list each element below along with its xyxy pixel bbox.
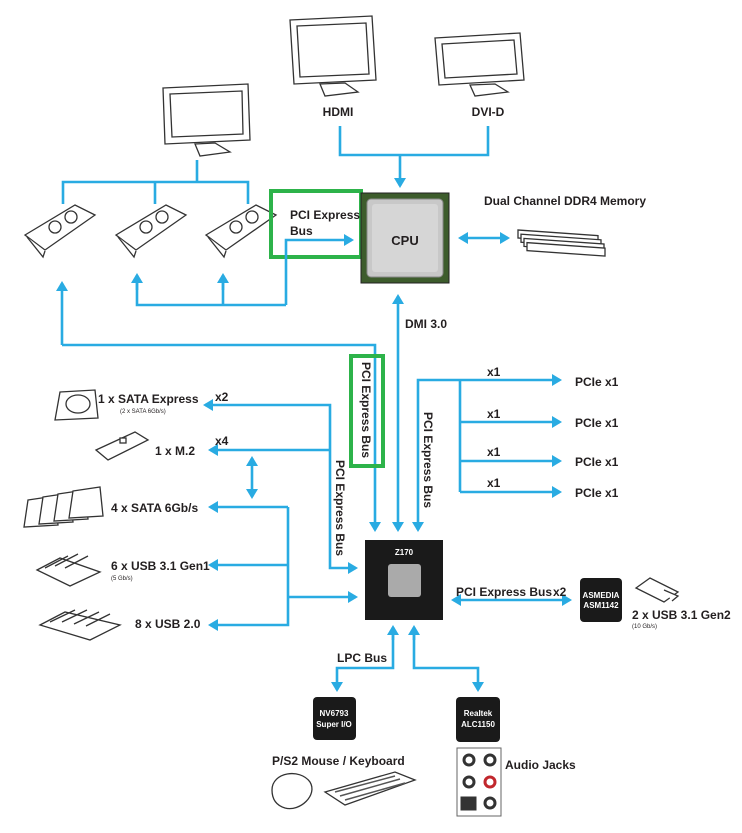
m2-label: 1 x M.2 xyxy=(155,444,195,458)
pcie-slot-label: PCIe x1 xyxy=(575,486,619,500)
usb-sticks-icon xyxy=(38,609,122,641)
superio-chip: NV6793 Super I/O xyxy=(313,697,356,740)
cpu-pcie-label-2: Bus xyxy=(290,224,313,238)
pcie-asmedia-label: PCI Express Bus xyxy=(456,585,552,599)
cpu-label: CPU xyxy=(391,233,418,248)
sata-express-sub: (2 x SATA 6Gb/s) xyxy=(120,409,166,415)
asmedia-line2: ASM1142 xyxy=(583,601,619,610)
pcie-slot-label: PCIe x1 xyxy=(575,416,619,430)
m2-ssd-icon xyxy=(94,431,150,461)
asmedia-lanes: x2 xyxy=(553,585,567,599)
memory-modules-icon xyxy=(517,229,606,257)
hdd-stack-icon xyxy=(23,486,104,528)
sata-express-lanes: x2 xyxy=(215,390,229,404)
pcie-slot-label: PCIe x1 xyxy=(575,455,619,469)
usb31g1-label: 6 x USB 3.1 Gen1 xyxy=(111,559,210,573)
m2-lanes: x4 xyxy=(215,434,229,448)
realtek-line1: Realtek xyxy=(464,709,493,718)
usb31g1-sub: (5 Gb/s) xyxy=(111,576,133,582)
hdd-icon xyxy=(54,389,99,421)
pcie-slot-label: PCIe x1 xyxy=(575,375,619,389)
pcie-right-label: PCI Express Bus xyxy=(421,412,435,508)
dvid-label: DVI-D xyxy=(472,105,505,119)
monitor-dvid-icon xyxy=(434,32,525,97)
memory-label: Dual Channel DDR4 Memory xyxy=(484,194,646,208)
cpu-pcie-label-1: PCI Express xyxy=(290,208,360,222)
hdmi-label: HDMI xyxy=(323,105,354,119)
audio-jacks-label: Audio Jacks xyxy=(505,758,576,772)
lpc-label: LPC Bus xyxy=(337,651,387,665)
asmedia-line1: ASMEDIA xyxy=(583,591,620,600)
lanes-label: x1 xyxy=(487,365,501,379)
lanes-label: x1 xyxy=(487,476,501,490)
superio-line1: NV6793 xyxy=(320,709,349,718)
pcie-slot-list: x1 PCIe x1 x1 PCIe x1 x1 PCIe x1 x1 PCIe… xyxy=(487,365,619,500)
keyboard-icon xyxy=(323,771,417,806)
chipset-label: Z170 xyxy=(395,548,414,557)
cpu-chip: CPU xyxy=(360,192,450,284)
sata-label: 4 x SATA 6Gb/s xyxy=(111,501,198,515)
realtek-chip: Realtek ALC1150 xyxy=(456,697,500,742)
mouse-icon xyxy=(271,772,313,810)
monitor-icon xyxy=(162,83,251,157)
pcie-highlight-box-2 xyxy=(349,354,385,468)
audio-jacks-icon xyxy=(456,747,502,817)
usb31g2-label: 2 x USB 3.1 Gen2 xyxy=(632,608,731,622)
graphics-card-icon xyxy=(23,204,278,259)
usb-stick-icon xyxy=(634,577,680,603)
sata-express-label: 1 x SATA Express xyxy=(98,392,199,406)
realtek-line2: ALC1150 xyxy=(461,720,495,729)
lanes-label: x1 xyxy=(487,407,501,421)
asmedia-chip: ASMEDIA ASM1142 xyxy=(580,578,622,622)
usb-sticks-icon xyxy=(35,553,102,587)
pcie-highlight-box xyxy=(269,189,363,259)
lanes-label: x1 xyxy=(487,445,501,459)
usb31g2-sub: (10 Gb/s) xyxy=(632,624,657,630)
z170-chipset: Z170 xyxy=(365,540,443,620)
dmi-label: DMI 3.0 xyxy=(405,317,447,331)
pcie-left-label: PCI Express Bus xyxy=(333,460,347,556)
pcie-left-highlight-label: PCI Express Bus xyxy=(359,362,373,458)
ps2-label: P/S2 Mouse / Keyboard xyxy=(272,754,405,768)
monitor-hdmi-icon xyxy=(289,15,377,97)
superio-line2: Super I/O xyxy=(316,720,352,729)
usb20-label: 8 x USB 2.0 xyxy=(135,617,201,631)
